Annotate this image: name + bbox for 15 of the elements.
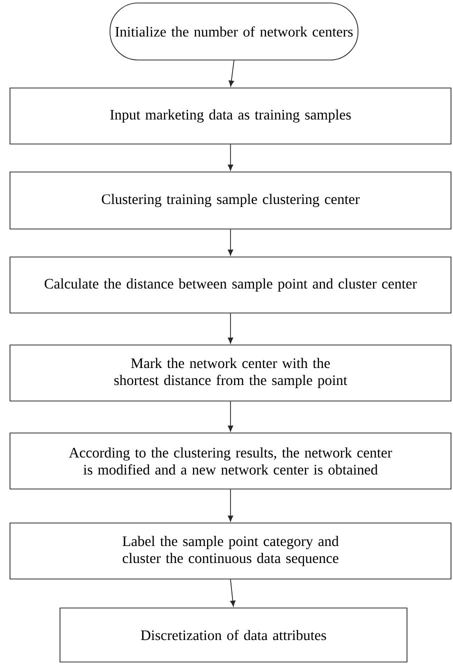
process-box: Mark the network center with the shortest distance from the sample point	[10, 344, 452, 402]
arrow	[228, 60, 234, 87]
process-box: Label the sample point category and cluster the continuous data sequence	[10, 522, 452, 580]
arrow	[228, 313, 234, 344]
start-terminal: Initialize the number of network centers	[110, 2, 358, 60]
arrow	[230, 579, 236, 607]
process-box: Discretization of data attributes	[60, 608, 408, 662]
process-box: Calculate the distance between sample point and cluster center	[10, 256, 452, 314]
arrow	[228, 229, 234, 256]
process-box: Input marketing data as training samples	[10, 88, 452, 144]
arrow	[228, 144, 234, 171]
process-box: According to the clustering results, the network center is modified and a new network center is obtained	[10, 432, 452, 490]
process-box: Clustering training sample clustering center	[10, 172, 452, 230]
arrow	[228, 489, 234, 522]
arrow	[228, 401, 234, 432]
